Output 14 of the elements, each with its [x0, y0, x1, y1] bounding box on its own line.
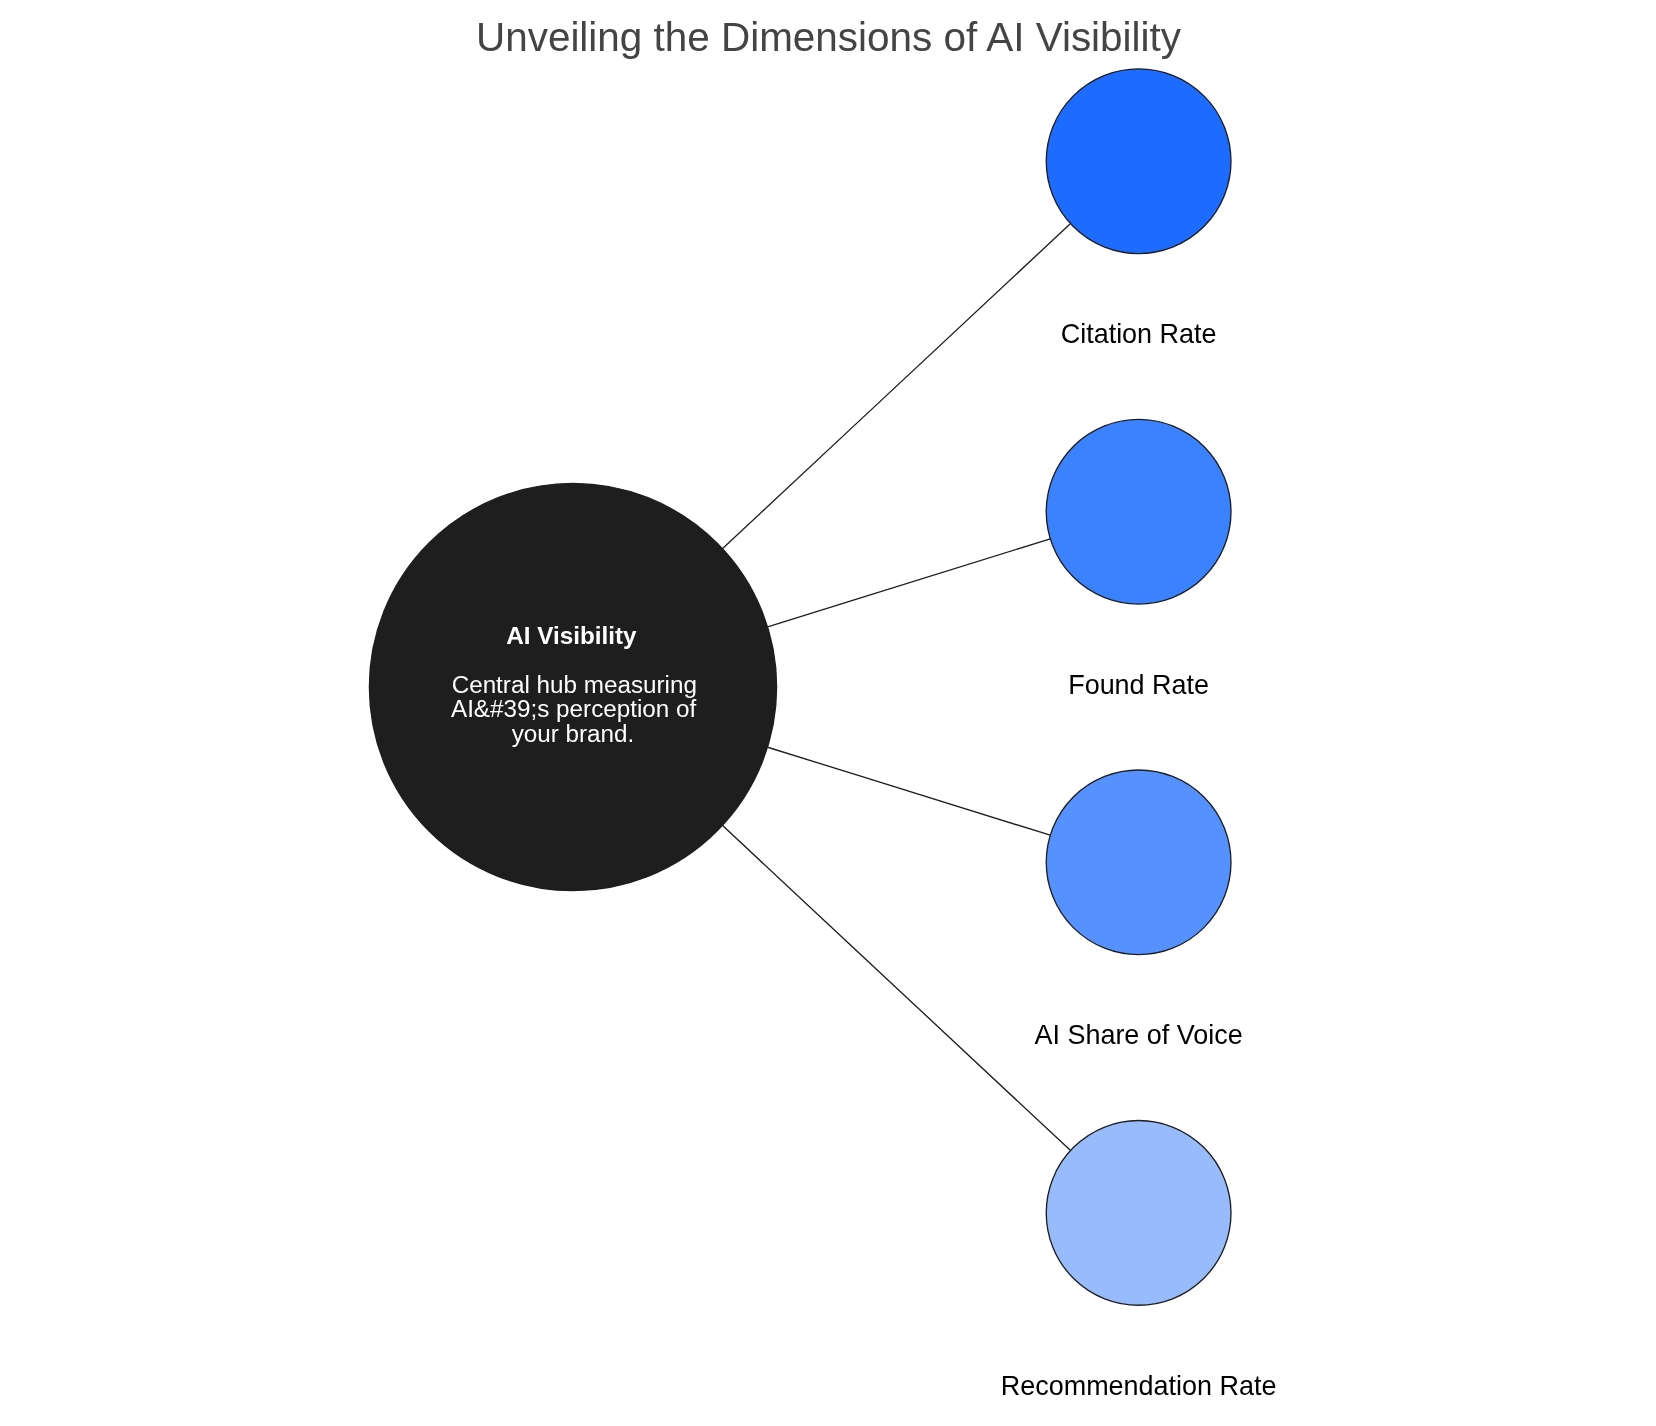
connector — [766, 538, 1051, 628]
node-label: Recommendation Rate — [1000, 1370, 1276, 1401]
node-circle — [1045, 68, 1232, 255]
node-circle: AI Visibility Central hub measuring AI&#39;s perception of your brand. — [368, 482, 777, 892]
connector — [721, 223, 1071, 550]
node-circle — [1045, 418, 1232, 605]
node-label: Found Rate — [1067, 669, 1209, 700]
diagram-title: Unveiling the Dimensions of AI Visibility — [475, 14, 1181, 61]
node-label: AI Share of Voice — [1033, 1020, 1243, 1051]
connector — [766, 746, 1051, 836]
connector — [721, 824, 1071, 1151]
node-circle — [1045, 1119, 1232, 1306]
node-label: Citation Rate — [1060, 319, 1217, 350]
node-circle — [1045, 769, 1232, 956]
